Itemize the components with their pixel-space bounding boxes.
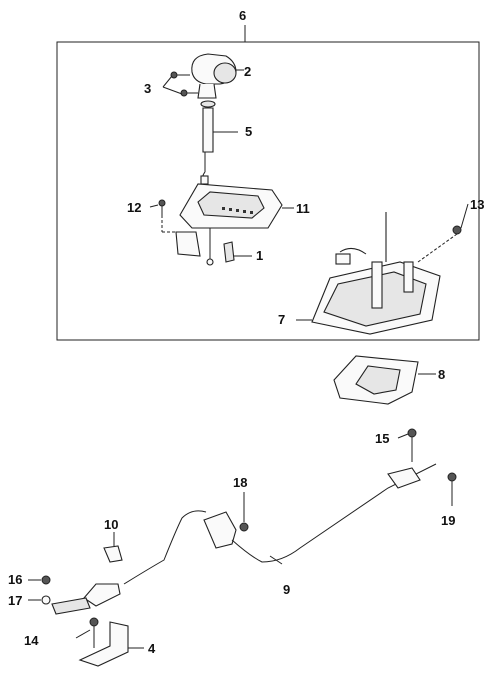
callout-7: 7 <box>278 312 285 327</box>
callout-3: 3 <box>144 81 151 96</box>
callout-13: 13 <box>470 197 484 212</box>
assembly-frame <box>56 41 480 341</box>
bracket-part <box>78 621 144 667</box>
washer-part-17 <box>41 595 51 605</box>
callout-5: 5 <box>245 124 252 139</box>
plate-part <box>333 355 436 405</box>
callout-1: 1 <box>256 248 263 263</box>
callout-14: 14 <box>24 633 39 648</box>
bolt-part-14 <box>75 617 99 648</box>
bezel-screw-part <box>149 199 180 233</box>
callout-15: 15 <box>375 431 389 446</box>
callout-19: 19 <box>441 513 455 528</box>
shift-indicator-bezel-part <box>175 183 294 266</box>
callout-6: 6 <box>239 8 246 23</box>
callout-4: 4 <box>148 641 156 656</box>
lever-rod-part <box>200 100 238 185</box>
nut-part-18 <box>239 492 249 532</box>
callout-9: 9 <box>283 582 290 597</box>
callout-2: 2 <box>244 64 251 79</box>
nut-part-13 <box>417 203 469 263</box>
bolt-part-15 <box>397 428 417 462</box>
callout-17: 17 <box>8 593 22 608</box>
callout-8: 8 <box>438 367 445 382</box>
small-clip-part <box>223 241 252 263</box>
callout-12: 12 <box>127 200 141 215</box>
cable-end-part <box>51 583 121 615</box>
shift-knob-part <box>191 53 244 99</box>
callout-10: 10 <box>104 517 118 532</box>
shift-lever-base-part <box>296 212 441 335</box>
callout-16: 16 <box>8 572 22 587</box>
nut-part-16 <box>41 575 51 585</box>
knob-screws-part <box>162 71 198 97</box>
cable-clip-part <box>103 532 123 563</box>
shift-cable-part <box>123 463 437 585</box>
callout-18: 18 <box>233 475 247 490</box>
nut-part-19 <box>447 472 457 506</box>
callout-11: 11 <box>296 201 310 216</box>
